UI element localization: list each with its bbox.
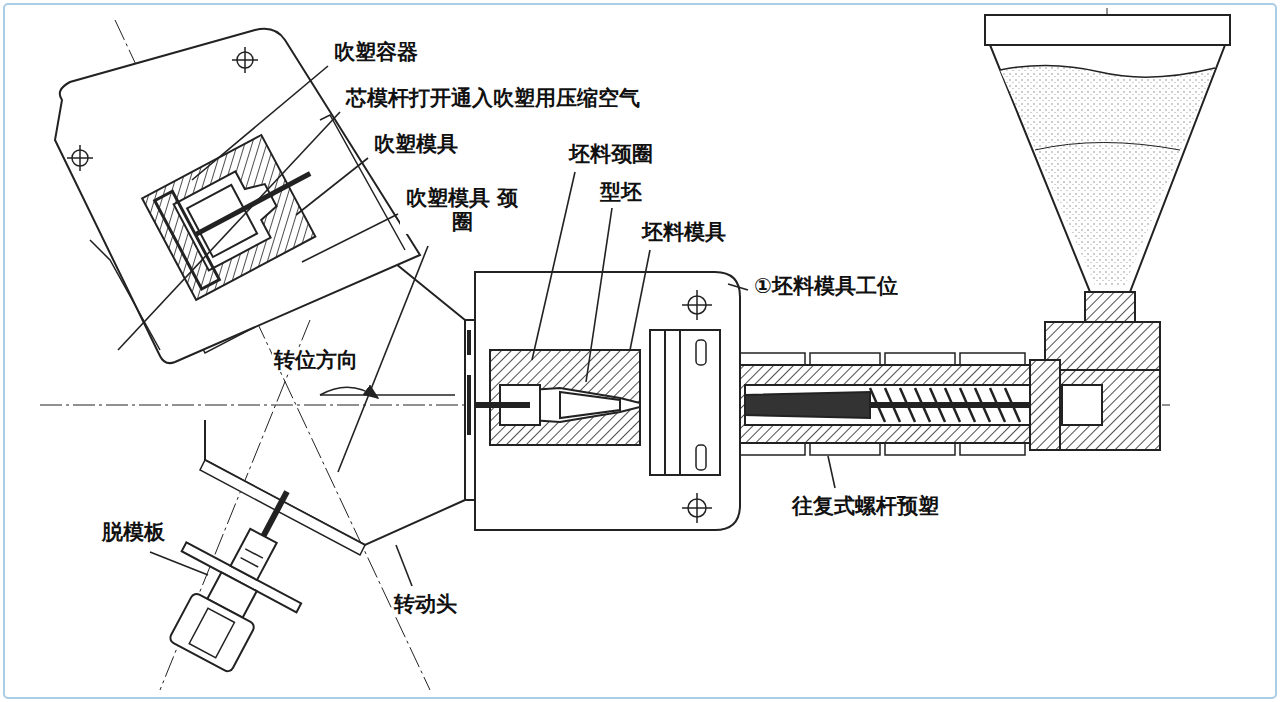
part-label: 往复式螺杆预塑: [790, 494, 941, 518]
part-label: 脱模板: [100, 520, 167, 544]
part-label: 转动头: [392, 592, 459, 616]
part-label: ①坯料模具工位: [752, 274, 900, 298]
part-label: 型坯: [598, 180, 644, 204]
part-label: 转位方向: [272, 348, 360, 372]
part-label: 吹塑模具 颈圈: [400, 186, 524, 234]
part-label: 吹塑模具: [372, 132, 460, 156]
part-label: 坯料颈圈: [567, 142, 655, 166]
part-label: 芯模杆打开通入吹塑用压缩空气: [344, 86, 642, 110]
part-label: 吹塑容器: [332, 40, 420, 64]
part-label: 坯料模具: [640, 220, 728, 244]
